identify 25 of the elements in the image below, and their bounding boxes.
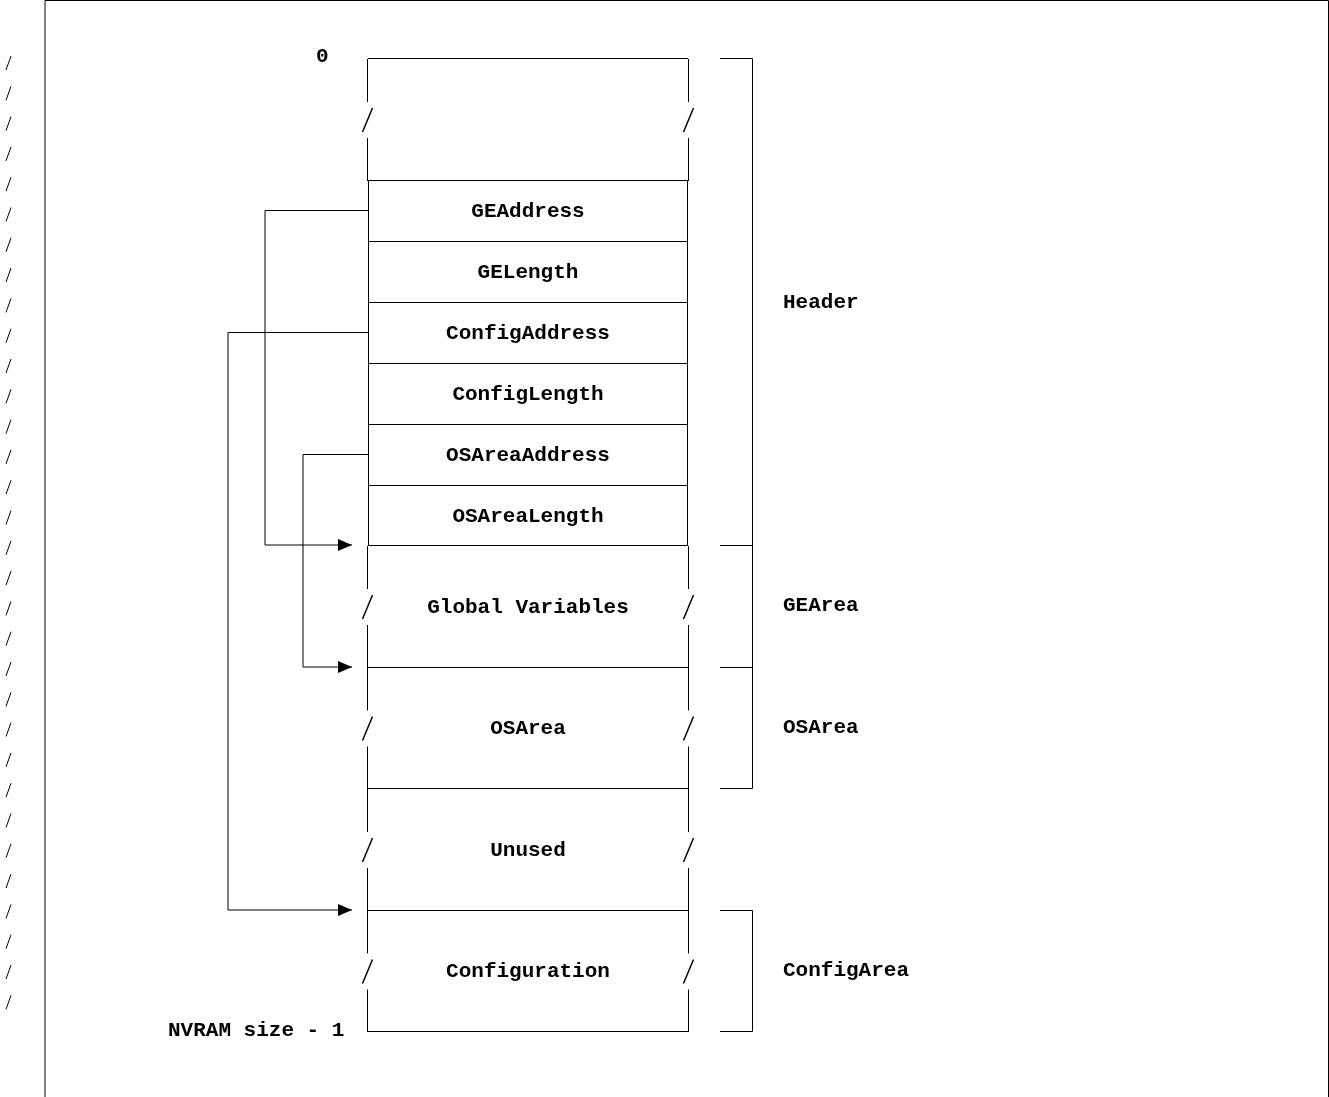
pointer-arrow xyxy=(227,332,369,916)
field-name: ConfigAddress xyxy=(445,321,611,345)
address-label: NVRAM size - 1 xyxy=(168,1019,345,1042)
field-name: OSAreaAddress xyxy=(445,443,611,467)
field-name: GELength xyxy=(476,260,580,284)
field-name: OSAreaLength xyxy=(451,504,605,527)
area-label: Header xyxy=(783,291,859,314)
field-name: OSArea xyxy=(489,716,567,740)
area-label: GEArea xyxy=(783,594,859,617)
field-name: ConfigLength xyxy=(451,382,605,406)
memory-field-row xyxy=(368,241,688,302)
pointer-arrow xyxy=(264,210,369,551)
area-label: ConfigArea xyxy=(783,959,910,982)
area-label: OSArea xyxy=(783,716,859,739)
field-name: Unused xyxy=(489,838,567,861)
field-name: Global Variables xyxy=(426,595,630,618)
field-name: Configuration xyxy=(445,959,611,983)
memory-field-row xyxy=(368,485,688,545)
memory-field-row xyxy=(368,180,688,241)
field-name: GEAddress xyxy=(470,199,586,223)
pointer-arrow xyxy=(302,454,369,673)
memory-field-row xyxy=(368,424,688,485)
memory-field-row xyxy=(368,363,688,424)
address-label: 0 xyxy=(316,45,329,68)
memory-field-row xyxy=(368,302,688,363)
